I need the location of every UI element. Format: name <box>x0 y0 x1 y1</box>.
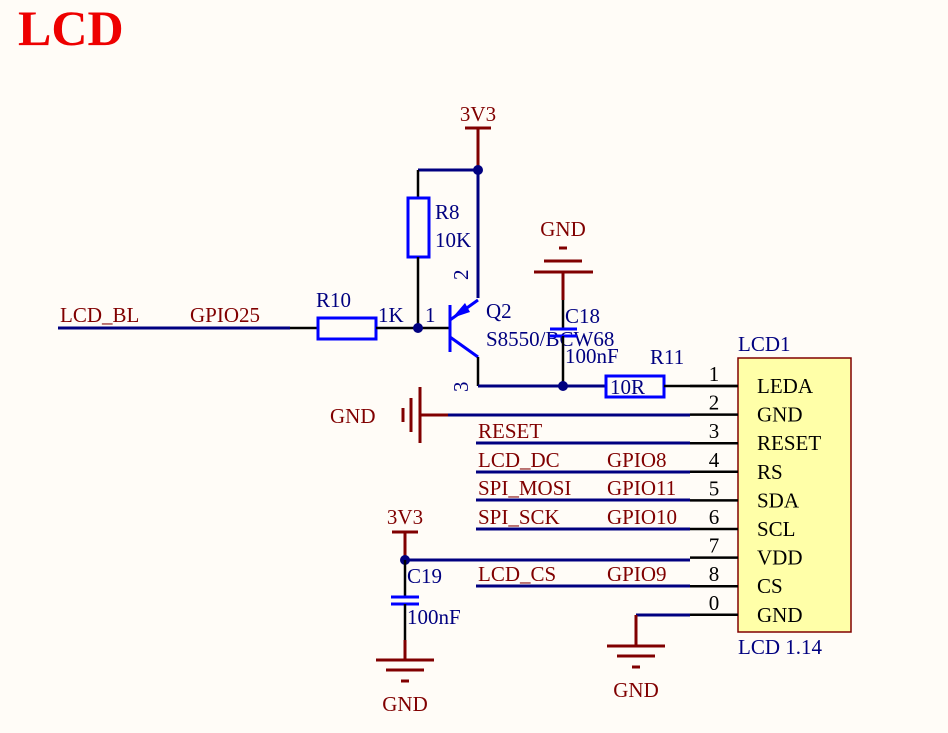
net-gpio: GPIO11 <box>607 476 676 500</box>
r8-value: 10K <box>435 228 471 252</box>
capacitor-c18: C18 100nF <box>550 304 619 386</box>
net-spi-mosi: SPI_MOSI GPIO11 <box>476 476 690 502</box>
ground-c19: GND <box>376 658 434 716</box>
pin-name: LEDA <box>757 374 814 398</box>
ground-lcd: GND <box>607 613 690 702</box>
pin-number: 5 <box>709 476 720 500</box>
r10-value: 1K <box>378 303 404 327</box>
net-label: RESET <box>478 419 542 443</box>
c18-ref: C18 <box>565 304 600 328</box>
ground-c18: GND <box>534 217 593 328</box>
q2-pin-base: 1 <box>425 303 436 327</box>
lcd-part: LCD 1.14 <box>738 635 823 659</box>
net-label-gpio25: GPIO25 <box>190 303 260 327</box>
resistor-r8: R8 10K <box>406 170 471 328</box>
net-label: LCD_DC <box>478 448 560 472</box>
pin-name: SDA <box>757 488 800 512</box>
pin-name: VDD <box>757 546 803 570</box>
pin-number: 3 <box>709 419 720 443</box>
net-gpio: GPIO10 <box>607 505 677 529</box>
lcd-ref: LCD1 <box>738 332 791 356</box>
transistor-q2: 1 2 3 Q2 S8550/BCW68 <box>425 270 614 393</box>
pin-number: 7 <box>709 534 720 558</box>
q2-ref: Q2 <box>486 299 512 323</box>
power-label: 3V3 <box>460 102 496 126</box>
power-3v3-bottom: 3V3 <box>387 505 423 560</box>
c18-value: 100nF <box>565 344 619 368</box>
net-lcd-dc: LCD_DC GPIO8 <box>476 448 690 474</box>
pin-number: 2 <box>709 391 720 415</box>
ground-label: GND <box>613 678 659 702</box>
net-reset: RESET <box>476 419 690 445</box>
pin-name: SCL <box>757 517 796 541</box>
net-spi-sck: SPI_SCK GPIO10 <box>476 505 690 531</box>
pin-number: 0 <box>709 591 720 615</box>
junction <box>558 381 568 391</box>
r8-ref: R8 <box>435 200 460 224</box>
q2-value: S8550/BCW68 <box>486 327 614 351</box>
pin-name: GND <box>757 603 803 627</box>
c19-ref: C19 <box>407 564 442 588</box>
ground-left: GND <box>330 387 448 443</box>
net-gpio: GPIO9 <box>607 562 667 586</box>
r11-ref: R11 <box>650 345 684 369</box>
net-label: SPI_SCK <box>478 505 560 529</box>
pin-number: 8 <box>709 562 720 586</box>
pin-name: RESET <box>757 431 821 455</box>
pin-name: RS <box>757 460 783 484</box>
c19-value: 100nF <box>407 605 461 629</box>
power-3v3-top: 3V3 <box>460 102 496 170</box>
pin-name: CS <box>757 574 783 598</box>
pin-name: GND <box>757 403 803 427</box>
ground-label: GND <box>330 404 376 428</box>
r10-ref: R10 <box>316 288 351 312</box>
net-label: SPI_MOSI <box>478 476 571 500</box>
net-gpio: GPIO8 <box>607 448 667 472</box>
net-label-lcd-bl: LCD_BL <box>60 303 139 327</box>
sheet-title: LCD <box>18 0 124 56</box>
capacitor-c19: C19 100nF <box>391 560 461 660</box>
junction <box>413 323 423 333</box>
net-lcd-cs: LCD_CS GPIO9 <box>476 562 690 588</box>
ground-label: GND <box>382 692 428 716</box>
pin-number: 1 <box>709 362 720 386</box>
power-label: 3V3 <box>387 505 423 529</box>
junction <box>473 165 483 175</box>
resistor-r11: R11 10R <box>604 345 738 399</box>
net-label: LCD_CS <box>478 562 556 586</box>
q2-pin-emitter: 2 <box>449 270 473 281</box>
r11-value: 10R <box>610 375 645 399</box>
ground-label: GND <box>540 217 586 241</box>
q2-pin-collector: 3 <box>449 382 473 393</box>
pin-number: 4 <box>709 448 720 472</box>
pin-number: 6 <box>709 505 720 529</box>
